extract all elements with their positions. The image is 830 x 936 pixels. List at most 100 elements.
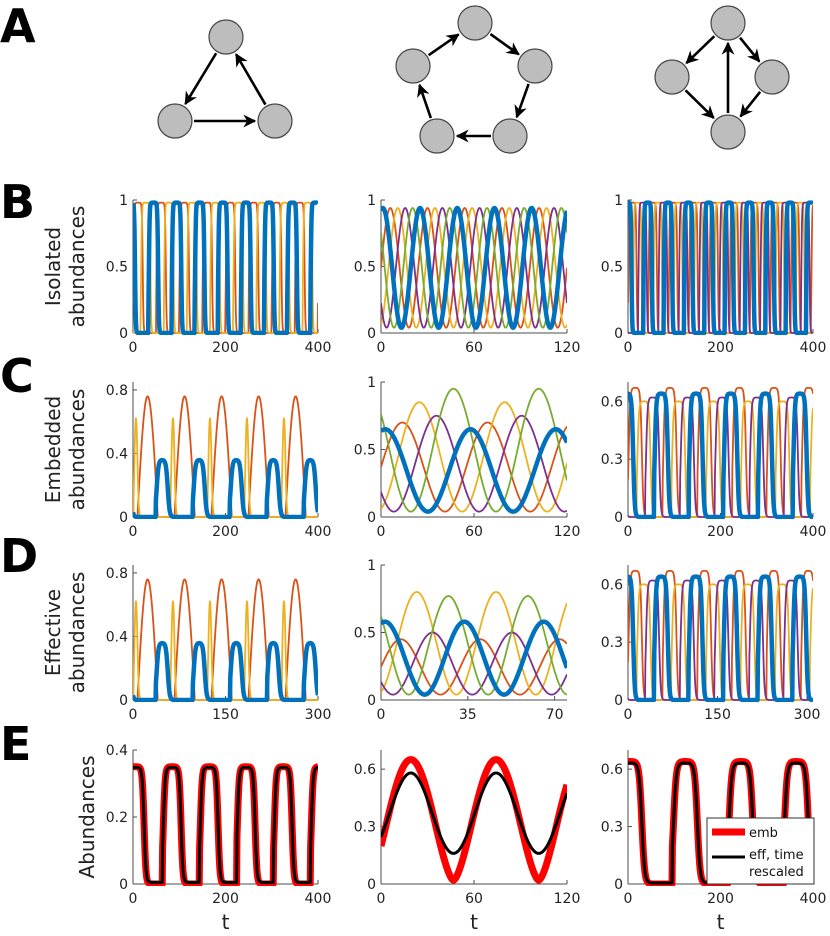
row-label-c: abundances (65, 389, 89, 511)
series-yellow (133, 201, 318, 334)
series-blue (381, 619, 567, 697)
panel-letter-c: C (0, 349, 34, 403)
x-tick-label: 200 (212, 891, 239, 907)
y-tick-label: 0.8 (106, 383, 128, 399)
y-tick-label: 0.6 (601, 577, 623, 593)
x-tick-label: 400 (305, 340, 332, 356)
x-tick-label: 120 (554, 524, 581, 540)
edge-arrow (184, 52, 218, 106)
x-tick-label: 400 (800, 891, 827, 907)
x-tick-label: 0 (377, 707, 386, 723)
y-tick-label: 1 (367, 558, 376, 574)
x-tick-label: 200 (212, 524, 239, 540)
y-tick-label: 0 (119, 693, 128, 709)
y-tick-label: 0.5 (354, 443, 376, 459)
series-purple (381, 414, 567, 513)
x-tick-label: 0 (377, 524, 386, 540)
species-node (157, 103, 193, 139)
chart-c2: 0 60 120 0 0.5 1 (354, 375, 581, 540)
y-tick-label: 0.4 (106, 629, 128, 645)
x-tick-label: 400 (305, 524, 332, 540)
x-tick-label: 60 (465, 524, 483, 540)
edge-arrow (739, 91, 762, 118)
series-purple (628, 201, 813, 334)
y-tick-label: 0 (614, 877, 623, 893)
edge-arrow (738, 36, 761, 63)
series-yellow (628, 400, 813, 518)
series-green (381, 595, 567, 696)
species-node (754, 59, 790, 95)
network-three-species (157, 19, 293, 139)
series-green (381, 207, 567, 329)
x-tick-label: 120 (554, 340, 581, 356)
row-label-b: Isolated (41, 227, 65, 306)
species-node (419, 118, 455, 154)
y-tick-label: 0.5 (601, 260, 623, 276)
series-blue (133, 200, 318, 335)
series-orange (381, 421, 567, 513)
x-tick-label: 60 (465, 891, 483, 907)
y-tick-label: 0 (367, 326, 376, 342)
x-tick-label: 300 (794, 707, 821, 723)
legend-entry-eff-cont: rescaled (749, 865, 804, 880)
network-four-species (654, 5, 790, 150)
species-node (710, 5, 746, 41)
species-node (395, 48, 431, 84)
y-tick-label: 0 (614, 326, 623, 342)
y-tick-label: 0.8 (106, 566, 128, 582)
x-axis-label: t (717, 910, 725, 934)
y-tick-label: 0.5 (354, 626, 376, 642)
species-node (257, 103, 293, 139)
panel-letter-e: E (0, 717, 31, 771)
y-tick-label: 0.6 (354, 762, 376, 778)
series-eff (381, 771, 567, 855)
row-label-d: Effective (41, 589, 65, 676)
legend-entry-eff: eff, time (749, 848, 804, 863)
x-tick-label: 150 (704, 707, 731, 723)
x-tick-label: 400 (305, 891, 332, 907)
edge-arrow (685, 35, 716, 65)
edge-arrow (427, 33, 460, 57)
row-label-d: abundances (65, 572, 89, 694)
x-tick-label: 400 (800, 340, 827, 356)
x-tick-label: 0 (129, 707, 138, 723)
series-blue (628, 200, 813, 335)
row-label-e: Abundances (75, 755, 99, 878)
y-tick-label: 0 (367, 693, 376, 709)
species-node (710, 114, 746, 150)
series-yellow (381, 401, 567, 513)
networks (157, 5, 790, 154)
x-tick-label: 200 (707, 891, 734, 907)
x-tick-label: 70 (546, 707, 564, 723)
y-tick-label: 0 (367, 510, 376, 526)
x-tick-label: 120 (554, 891, 581, 907)
panel-letter-d: D (0, 529, 38, 583)
x-tick-label: 0 (624, 340, 633, 356)
series-yellow (628, 583, 813, 701)
species-node (457, 5, 493, 41)
y-tick-label: 0.5 (106, 260, 128, 276)
y-tick-label: 0.3 (601, 452, 623, 468)
series-purple (381, 631, 567, 696)
x-tick-label: 200 (212, 340, 239, 356)
y-tick-label: 0 (614, 693, 623, 709)
y-tick-label: 1 (367, 375, 376, 391)
panel-letter-b: B (0, 175, 35, 229)
y-tick-label: 0 (119, 877, 128, 893)
y-tick-label: 0.2 (106, 810, 128, 826)
x-tick-label: 0 (624, 891, 633, 907)
series-eff (133, 765, 318, 884)
y-tick-label: 0 (614, 510, 623, 526)
edge-arrow (417, 83, 433, 119)
